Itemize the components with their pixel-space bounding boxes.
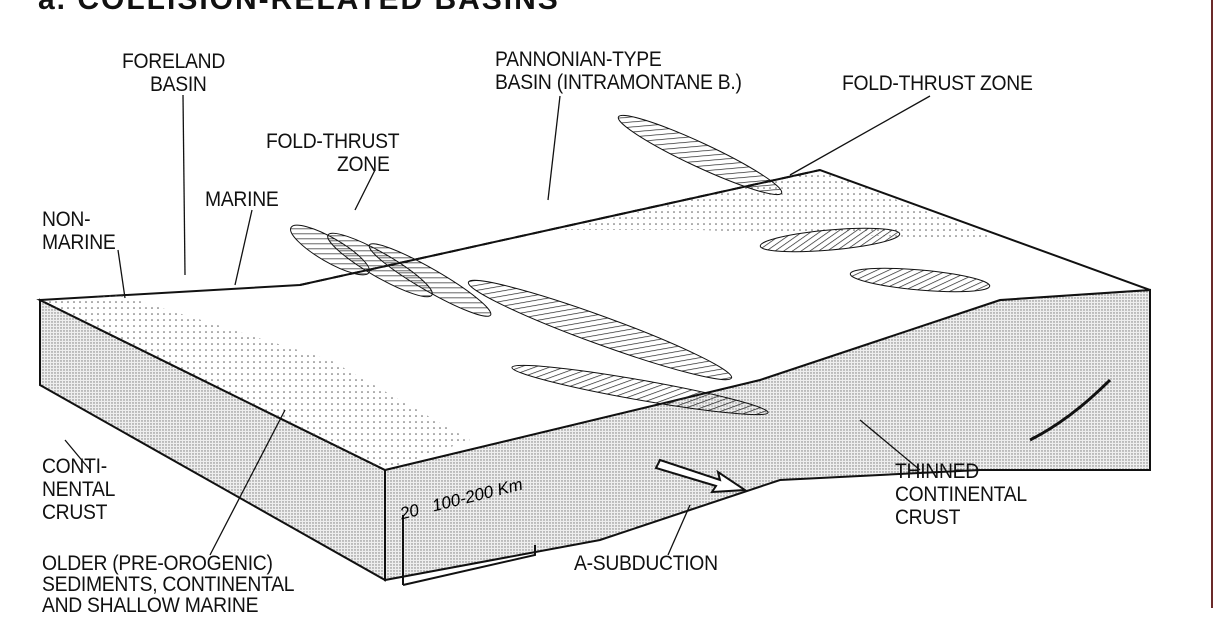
label-pannonian-1: PANNONIAN-TYPE [495, 48, 662, 71]
pannonian-sediments [560, 170, 1000, 240]
label-older-3: AND SHALLOW MARINE [42, 594, 259, 617]
foreland-sediments [40, 295, 470, 470]
label-foreland-2: BASIN [150, 73, 207, 96]
label-thinned-3: CRUST [895, 506, 961, 529]
label-nonmarine-1: NON- [42, 208, 91, 231]
label-older-2: SEDIMENTS, CONTINENTAL [42, 573, 295, 596]
label-fold-thrust-2: ZONE [337, 153, 390, 176]
label-subduction: A-SUBDUCTION [574, 552, 718, 575]
label-crust-1: CONTI- [42, 455, 107, 478]
label-fold-thrust-right: FOLD-THRUST ZONE [842, 72, 1033, 95]
figure-title: a. COLLISION-RELATED BASINS [38, 0, 560, 17]
mantle-arrow [1029, 378, 1112, 442]
label-marine: MARINE [205, 188, 279, 211]
label-crust-3: CRUST [42, 501, 108, 524]
fold-ridges [290, 114, 991, 416]
label-thinned-2: CONTINENTAL [895, 483, 1027, 506]
page-border [1211, 0, 1213, 608]
label-older-1: OLDER (PRE-OROGENIC) [42, 552, 273, 575]
label-pannonian-2: BASIN (INTRAMONTANE B.) [495, 71, 742, 94]
subduction-arrow [654, 458, 749, 494]
label-nonmarine-2: MARINE [42, 231, 116, 254]
label-foreland-1: FORELAND [122, 50, 225, 73]
leader-lines [64, 94, 931, 556]
scale-depth: 20 [398, 500, 421, 524]
label-fold-thrust-1: FOLD-THRUST [266, 130, 400, 153]
label-crust-2: NENTAL [42, 478, 116, 501]
label-thinned-1: THINNED [895, 460, 979, 483]
scale-bar [402, 515, 536, 586]
